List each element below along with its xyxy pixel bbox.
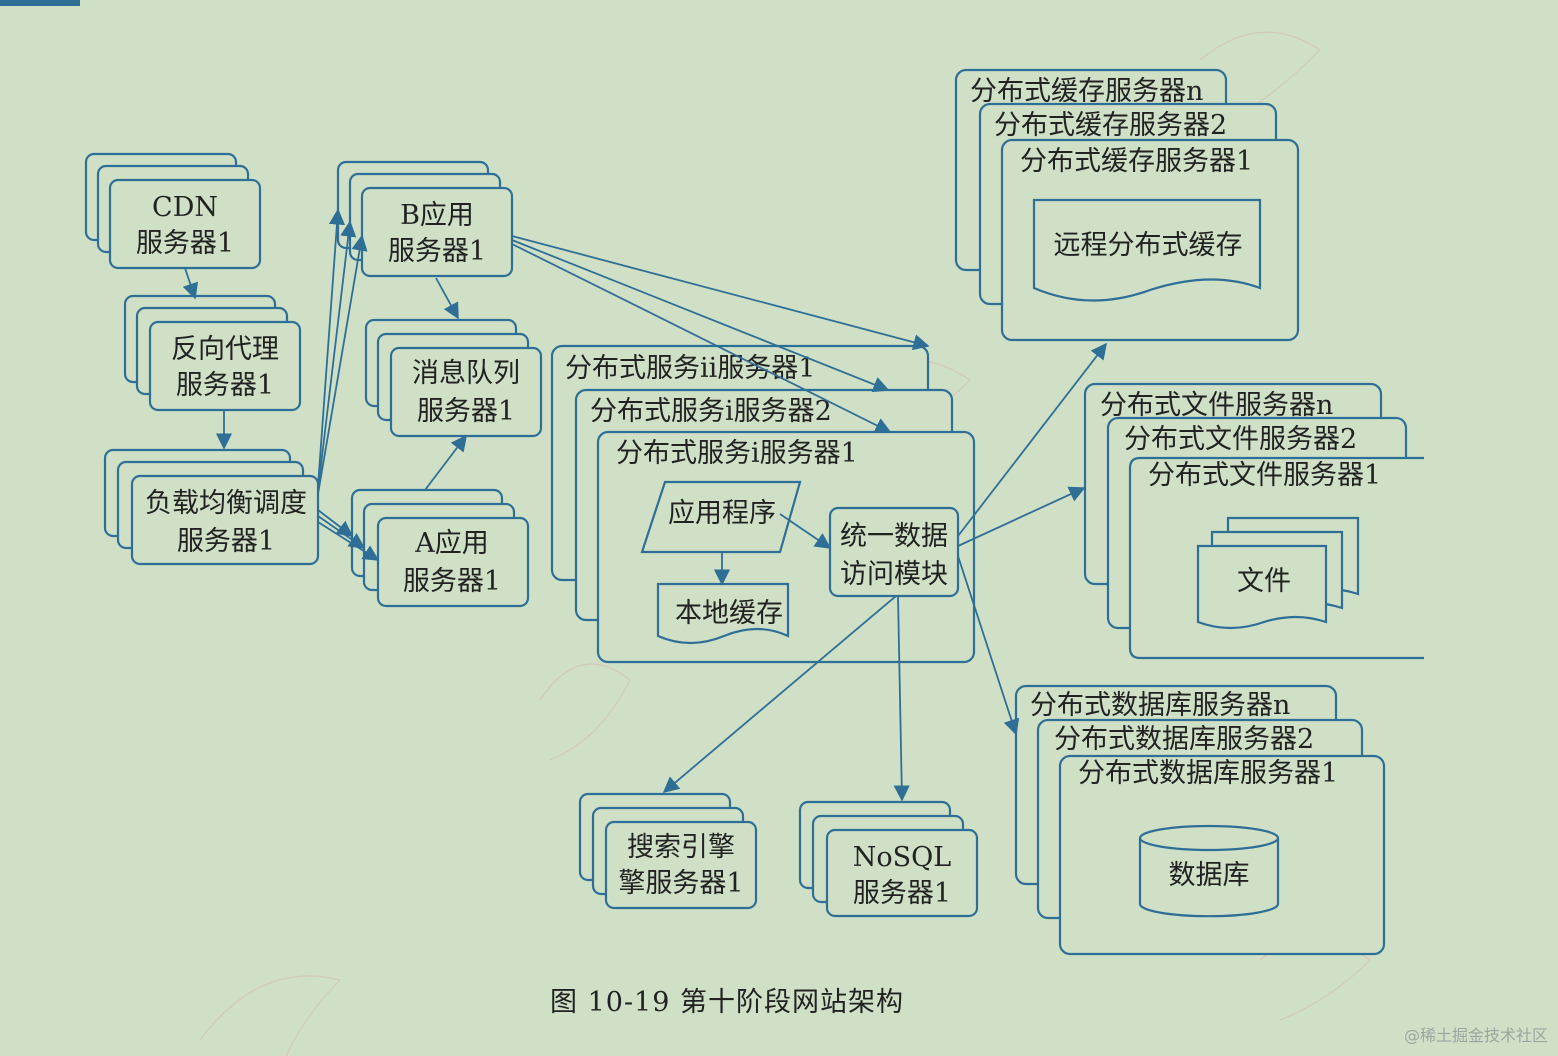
distributed-service-stack: 分布式服务ii服务器1 分布式服务i服务器2 分布式服务i服务器1 应用程序 本…: [550, 344, 976, 664]
a-app-stack: A应用 服务器1: [350, 488, 530, 608]
unified-access-label-line1: 统一数据: [840, 521, 948, 552]
cache-title-n: 分布式缓存服务器n: [970, 76, 1203, 107]
reverse-proxy-label-line1: 反向代理: [171, 334, 279, 365]
edges: [182, 208, 1107, 802]
database-cylinder: [1138, 838, 1280, 918]
distributed-cache-stack: 分布式缓存服务器n 分布式缓存服务器2 分布式缓存服务器1 远程分布式缓存: [954, 68, 1300, 342]
b-app-label-line1: B应用: [400, 200, 474, 231]
search-engine-stack: 搜索引擎 擎服务器1: [578, 792, 758, 910]
file-label: 文件: [1237, 566, 1291, 597]
unified-access-label-line2: 访问模块: [840, 559, 948, 590]
load-balancer-label-line2: 服务器1: [177, 526, 275, 557]
cdn-label-line1: CDN: [152, 192, 218, 223]
file-shape: [1196, 544, 1328, 630]
corner-accent: [0, 0, 80, 6]
file-title-n: 分布式文件服务器n: [1100, 390, 1333, 421]
cache-title-2: 分布式缓存服务器2: [994, 110, 1227, 141]
message-queue-label-line1: 消息队列: [412, 358, 520, 389]
a-app-label-line2: 服务器1: [403, 566, 501, 597]
reverse-proxy-label-line2: 服务器1: [176, 370, 274, 401]
b-app-stack: B应用 服务器1: [336, 160, 514, 278]
b-app-label-line2: 服务器1: [388, 236, 486, 267]
load-balancer-label-line1: 负载均衡调度: [145, 488, 307, 519]
remote-cache-shape: [1032, 198, 1262, 302]
a-app-label-line1: A应用: [414, 528, 489, 559]
dist-service-title-3: 分布式服务ii服务器1: [565, 353, 815, 384]
dist-service-title-2: 分布式服务i服务器2: [590, 396, 832, 427]
local-cache-shape: [656, 582, 790, 645]
nosql-label-line1: NoSQL: [853, 842, 952, 873]
site-watermark: @稀土掘金技术社区: [1403, 1026, 1548, 1045]
local-cache-label: 本地缓存: [675, 598, 783, 629]
reverse-proxy-stack: 反向代理 服务器1: [123, 294, 302, 412]
remote-cache-label: 远程分布式缓存: [1054, 230, 1243, 261]
cdn-label-line2: 服务器1: [136, 228, 234, 259]
figure-caption: 图 10-19 第十阶段网站架构: [550, 987, 905, 1018]
distributed-db-stack: 分布式数据库服务器n 分布式数据库服务器2 分布式数据库服务器1 数据库: [1014, 684, 1386, 956]
file-title-1: 分布式文件服务器1: [1148, 460, 1381, 491]
message-queue-label-line2: 服务器1: [417, 396, 515, 427]
unified-access-box: [828, 506, 960, 598]
nosql-label-line2: 服务器1: [853, 878, 951, 909]
cdn-server-stack: CDN 服务器1: [84, 152, 262, 270]
app-program-label: 应用程序: [668, 498, 776, 529]
db-title-1: 分布式数据库服务器1: [1078, 758, 1338, 789]
message-queue-stack: 消息队列 服务器1: [364, 318, 543, 438]
db-title-n: 分布式数据库服务器n: [1030, 690, 1290, 721]
db-title-2: 分布式数据库服务器2: [1054, 724, 1314, 755]
cache-title-1: 分布式缓存服务器1: [1020, 146, 1253, 177]
app-program-shape: [640, 480, 802, 554]
search-engine-label-line1: 搜索引擎: [627, 832, 735, 863]
database-label: 数据库: [1169, 860, 1250, 891]
dist-service-title-1: 分布式服务i服务器1: [616, 438, 858, 469]
file-title-2: 分布式文件服务器2: [1124, 424, 1357, 455]
nosql-stack: NoSQL 服务器1: [798, 800, 979, 918]
search-engine-label-line2: 擎服务器1: [618, 868, 743, 899]
distributed-file-stack: 分布式文件服务器n 分布式文件服务器2 分布式文件服务器1 文件: [1083, 382, 1424, 660]
load-balancer-stack: 负载均衡调度 服务器1: [103, 448, 320, 566]
